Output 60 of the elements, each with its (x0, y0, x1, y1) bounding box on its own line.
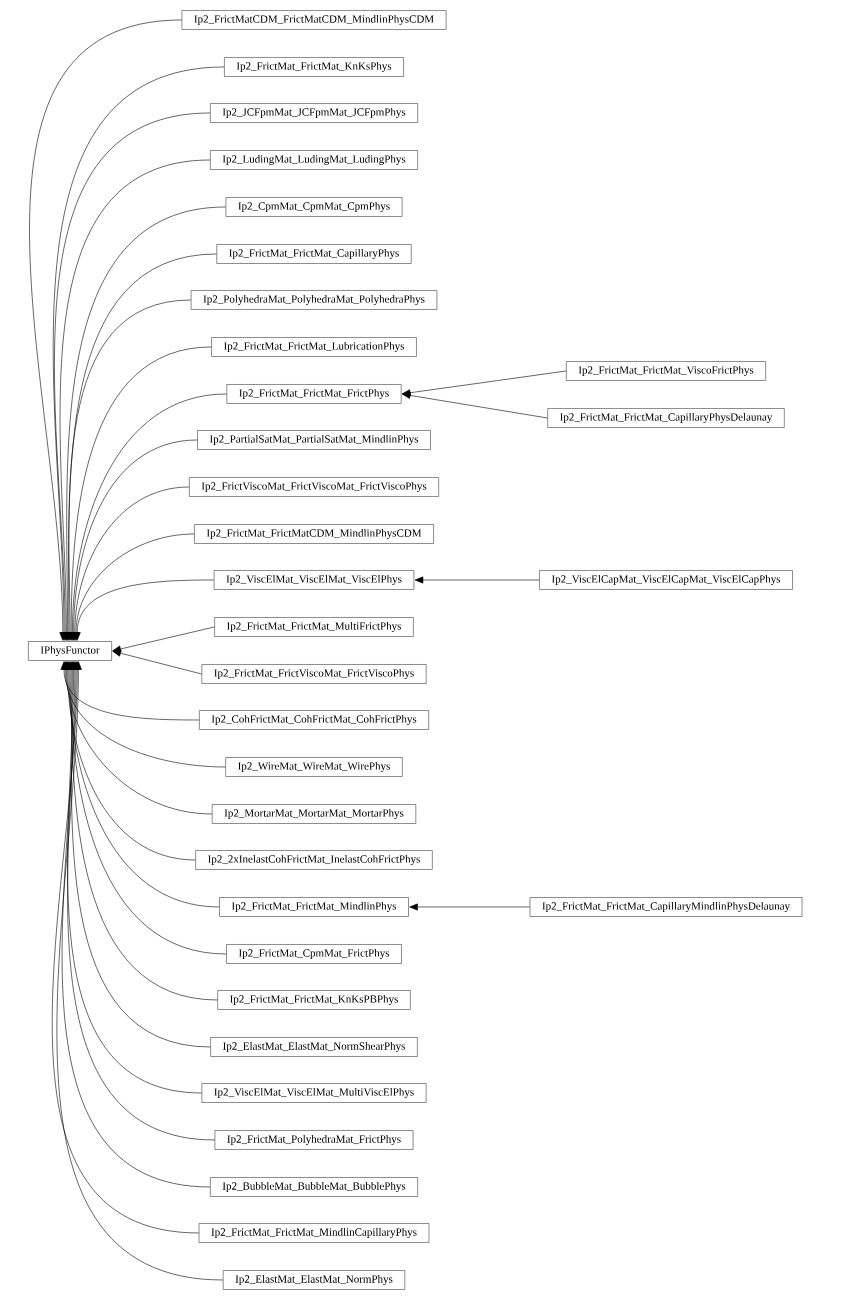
class-box: IPhysFunctor (28, 641, 112, 661)
class-box: Ip2_FrictMat_FrictMat_KnKsPBPhys (217, 990, 411, 1010)
class-box: Ip2_PartialSatMat_PartialSatMat_MindlinPhys (197, 430, 431, 450)
arrow (52, 661, 200, 1234)
arrow (65, 253, 217, 641)
arrow (71, 486, 190, 641)
class-box: Ip2_ElastMat_ElastMat_NormPhys (222, 1270, 406, 1290)
arrow (67, 661, 202, 1094)
class-box: Ip2_JCFpmMat_JCFpmMat_JCFpmPhys (210, 103, 418, 123)
class-box: Ip2_PolyhedraMat_PolyhedraMat_PolyhedraPhys (190, 290, 438, 310)
arrow (66, 299, 192, 641)
arrow (414, 576, 540, 584)
class-box: Ip2_LudingMat_LudingMat_LudingPhys (210, 150, 418, 170)
class-box: Ip2_FrictMatCDM_FrictMatCDM_MindlinPhysCDM (181, 10, 447, 30)
arrow (72, 533, 195, 641)
class-box: Ip2_FrictMat_FrictViscoMat_FrictViscoPhys (201, 664, 427, 684)
class-box: Ip2_FrictMat_FrictMat_MindlinCapillaryPhys (198, 1223, 430, 1243)
class-box: Ip2_ViscElMat_ViscElMat_ViscElPhys (213, 570, 415, 590)
class-box: Ip2_BubbleMat_BubbleMat_BubblePhys (210, 1177, 418, 1197)
class-box: Ip2_CpmMat_CpmMat_CpmPhys (225, 197, 403, 217)
class-box: Ip2_FrictMat_FrictMat_CapillaryPhys (216, 244, 412, 264)
class-box: Ip2_FrictViscoMat_FrictViscoMat_FrictViscoPhys (189, 477, 439, 497)
class-box: Ip2_FrictMat_FrictMat_KnKsPhys (224, 57, 404, 77)
class-box: Ip2_FrictMat_FrictMat_FrictPhys (226, 384, 402, 404)
arrow (112, 626, 215, 653)
class-box: Ip2_FrictMat_FrictMat_CapillaryPhysDelaunay (547, 408, 785, 428)
class-box: Ip2_FrictMat_FrictMat_CapillaryMindlinPhysDelaunay (529, 897, 803, 917)
class-box: Ip2_FrictMat_FrictMatCDM_MindlinPhysCDM (194, 524, 434, 544)
class-box: Ip2_ViscElMat_ViscElMat_MultiViscElPhys (201, 1083, 427, 1103)
arrow (53, 66, 225, 641)
arrow (60, 661, 200, 721)
arrow (401, 392, 548, 419)
class-box: Ip2_WireMat_WireMat_WirePhys (225, 757, 403, 777)
class-box: Ip2_FrictMat_FrictMat_MultiFrictPhys (214, 617, 414, 637)
class-box: Ip2_ViscElCapMat_ViscElCapMat_ViscElCapPhys (539, 570, 793, 590)
arrow (73, 579, 215, 641)
arrow (112, 649, 202, 675)
class-box: Ip2_FrictMat_CpmMat_FrictPhys (226, 944, 402, 964)
arrow (62, 661, 213, 815)
arrow (57, 661, 224, 1281)
arrow (64, 206, 226, 641)
class-box: Ip2_2xInelastCohFrictMat_InelastCohFrictPhys (195, 850, 433, 870)
arrow (66, 661, 227, 955)
arrow (409, 903, 530, 911)
arrow (67, 661, 218, 1001)
class-box: Ip2_FrictMat_PolyhedraMat_FrictPhys (214, 1130, 414, 1150)
arrow (65, 661, 220, 908)
class-box: Ip2_MortarMat_MortarMat_MortarPhys (211, 804, 417, 824)
class-box: Ip2_CohFrictMat_CohFrictMat_CohFrictPhys (199, 710, 429, 730)
arrow (68, 393, 227, 641)
class-box: Ip2_FrictMat_FrictMat_ViscoFrictPhys (566, 361, 766, 381)
class-box: Ip2_FrictMat_FrictMat_MindlinPhys (219, 897, 409, 917)
arrow (67, 346, 212, 641)
class-box: Ip2_ElastMat_ElastMat_NormShearPhys (210, 1037, 418, 1057)
arrow (61, 661, 226, 768)
arrow (68, 661, 211, 1048)
arrow (70, 439, 198, 641)
class-box: Ip2_FrictMat_FrictMat_LubricationPhys (211, 337, 417, 357)
arrow (29, 19, 182, 641)
arrow (64, 661, 196, 861)
